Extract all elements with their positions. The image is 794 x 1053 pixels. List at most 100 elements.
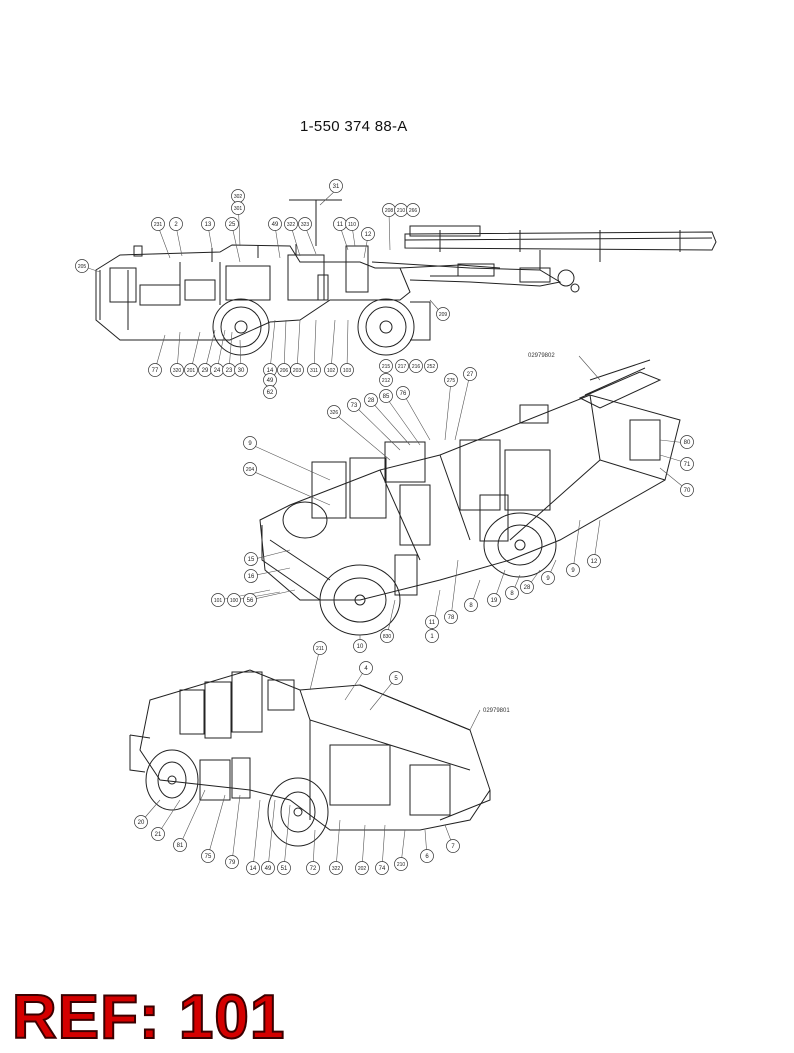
callout-label: 215 — [382, 364, 391, 370]
callout-rear-iso-view-5: 275 — [444, 373, 458, 387]
callout-front-iso-view-15: 210 — [394, 857, 408, 871]
callout-label: 217 — [398, 364, 407, 370]
callout-side-view-26: 206 — [277, 363, 291, 377]
callout-label: 101 — [214, 598, 223, 604]
callout-front-iso-view-5: 81 — [173, 838, 187, 852]
callout-bubble — [520, 580, 534, 594]
callout-side-view-6: 25 — [225, 217, 239, 231]
callout-side-view-16: 205 — [75, 259, 89, 273]
callout-label: 27 — [467, 372, 474, 378]
callout-label: 56 — [247, 598, 254, 604]
callout-label: 49 — [272, 222, 279, 228]
callout-side-view-29: 102 — [324, 363, 338, 377]
callout-rear-iso-view-31: 9 — [541, 571, 555, 585]
callout-bubble — [184, 363, 198, 377]
callout-label: 209 — [439, 312, 448, 318]
callout-bubble — [425, 629, 439, 643]
callout-rear-iso-view-20: 100 — [227, 593, 241, 607]
callout-label: 14 — [267, 368, 274, 374]
callout-side-view-15: 266 — [406, 203, 420, 217]
callout-side-view-13: 208 — [382, 203, 396, 217]
callout-bubble — [307, 363, 321, 377]
callout-label: 212 — [382, 378, 391, 384]
callout-label: 10 — [357, 644, 364, 650]
callout-bubble — [444, 373, 458, 387]
callout-bubble — [353, 639, 367, 653]
callout-front-iso-view-13: 202 — [355, 861, 369, 875]
callout-side-view-22: 24 — [210, 363, 224, 377]
callout-rear-iso-view-7: 326 — [327, 405, 341, 419]
callout-front-iso-view-16: 6 — [420, 849, 434, 863]
callout-front-iso-view-4: 21 — [151, 827, 165, 841]
callout-side-view-11: 110 — [345, 217, 359, 231]
callout-bubble — [246, 861, 260, 875]
callout-bubble — [244, 552, 258, 566]
callout-bubble — [420, 849, 434, 863]
callout-rear-iso-view-23: 830 — [380, 629, 394, 643]
callout-label: 9 — [571, 568, 575, 574]
callout-rear-iso-view-26: 78 — [444, 610, 458, 624]
callout-label: 72 — [310, 866, 317, 872]
callout-label: 49 — [265, 866, 272, 872]
callout-label: 311 — [310, 368, 318, 374]
callout-label: 202 — [358, 866, 367, 872]
callout-bubble — [345, 217, 359, 231]
callout-side-view-4: 2 — [169, 217, 183, 231]
callout-bubble — [329, 179, 343, 193]
callout-label: 323 — [301, 222, 310, 228]
front-iso-machine — [129, 669, 491, 847]
callout-bubble — [268, 217, 282, 231]
callout-bubble — [243, 593, 257, 607]
callout-rear-iso-view-14: 80 — [680, 435, 694, 449]
callout-label: 203 — [293, 368, 302, 374]
callout-side-view-30: 103 — [340, 363, 354, 377]
callout-rear-iso-view-33: 12 — [587, 554, 601, 568]
callout-bubble — [227, 593, 241, 607]
callout-rear-iso-view-3: 252 — [424, 359, 438, 373]
callout-label: 11 — [337, 222, 344, 228]
callout-front-iso-view-3: 20 — [134, 815, 148, 829]
callout-side-view-7: 49 — [268, 217, 282, 231]
callout-label: 275 — [447, 378, 456, 384]
callout-label: 322 — [332, 866, 341, 872]
callout-bubble — [379, 373, 393, 387]
callout-label: 23 — [226, 368, 233, 374]
callout-bubble — [463, 367, 477, 381]
callout-label: 77 — [152, 368, 159, 374]
callout-bubble — [290, 363, 304, 377]
callout-label: 13 — [205, 222, 212, 228]
callout-label: 100 — [230, 598, 239, 604]
callout-label: 81 — [177, 843, 184, 849]
callout-bubble — [379, 389, 393, 403]
callout-side-view-23: 23 — [222, 363, 236, 377]
callout-bubble — [375, 861, 389, 875]
callout-label: 210 — [397, 862, 406, 868]
callout-label: 30 — [238, 368, 245, 374]
callout-side-view-10: 11 — [333, 217, 347, 231]
callout-bubble — [359, 661, 373, 675]
callout-bubble — [225, 217, 239, 231]
callout-bubble — [201, 217, 215, 231]
callout-label: 19 — [491, 598, 498, 604]
callout-label: 206 — [280, 368, 289, 374]
callout-label: 14 — [250, 866, 257, 872]
callout-label: 205 — [78, 264, 87, 270]
callout-side-view-31: 49 — [263, 373, 277, 387]
callout-rear-iso-view-0: 215 — [379, 359, 393, 373]
callout-bubble — [306, 861, 320, 875]
callout-label: 21 — [155, 832, 162, 838]
callout-bubble — [379, 359, 393, 373]
callout-label: 62 — [267, 390, 274, 396]
callout-label: 216 — [412, 364, 421, 370]
callout-bubble — [389, 671, 403, 685]
callout-label: 252 — [427, 364, 436, 370]
callout-bubble — [151, 827, 165, 841]
callout-label: 322 — [287, 222, 296, 228]
callout-rear-iso-view-10: 85 — [379, 389, 393, 403]
rear-iso-part-tag: 02979802 — [528, 353, 555, 359]
callout-side-view-21: 29 — [198, 363, 212, 377]
callout-side-view-19: 320 — [170, 363, 184, 377]
callout-side-view-2: 31 — [329, 179, 343, 193]
callout-bubble — [444, 610, 458, 624]
callout-bubble — [541, 571, 555, 585]
